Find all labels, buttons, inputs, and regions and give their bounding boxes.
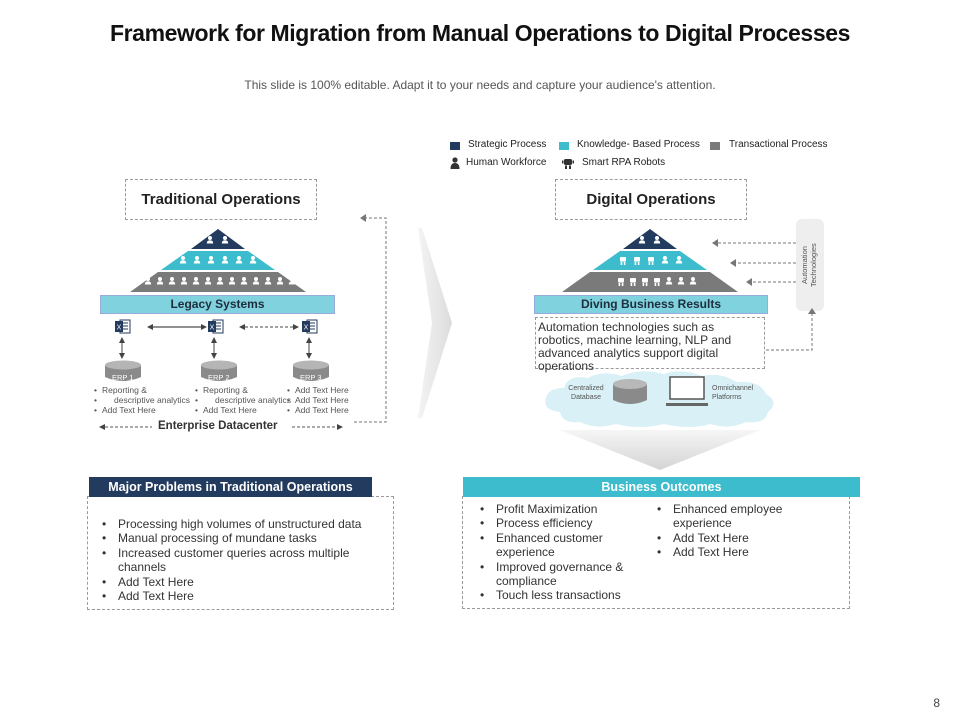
outcome-item: Enhanced employee experience: [655, 502, 815, 531]
erp-bullet: Add Text Here: [287, 405, 367, 415]
erp-1-bullets: Reporting & descriptive analytics Add Te…: [94, 385, 194, 415]
robot-icon: [562, 159, 574, 169]
erp-3: ERP 3: [292, 360, 330, 382]
erp-bullet: Add Text Here: [287, 385, 367, 395]
excel-icon-2: X: [208, 319, 224, 334]
excel-icon-1: X: [115, 319, 131, 334]
erp-3-bullets: Add Text Here Add Text Here Add Text Her…: [287, 385, 367, 415]
traditional-ops-title-box: Traditional Operations: [125, 179, 317, 220]
erp-bullet: Add Text Here: [195, 405, 295, 415]
enterprise-datacenter-label: Enterprise Datacenter: [158, 420, 278, 432]
legend-label-strategic: Strategic Process: [468, 139, 547, 150]
outcome-item: Profit Maximization: [478, 502, 636, 517]
erp-label: ERP 3: [300, 373, 322, 382]
traditional-ops-title: Traditional Operations: [141, 191, 301, 208]
outcome-item: Enhanced customer experience: [478, 531, 636, 560]
erp-2: ERP 2: [200, 360, 238, 382]
erp-2-bullets: Reporting & descriptive analytics Add Te…: [195, 385, 295, 415]
digital-ops-title-box: Digital Operations: [555, 179, 747, 220]
monitor-icon: [666, 376, 708, 406]
svg-text:X: X: [210, 325, 215, 332]
legend-swatch-strategic: [450, 142, 460, 150]
traditional-people-icons: [100, 229, 104, 235]
erp-1: ERP 1: [104, 360, 142, 382]
outcomes-list-right: Enhanced employee experience Add Text He…: [655, 502, 815, 560]
outcomes-header: Business Outcomes: [463, 477, 860, 497]
database-icon: [293, 360, 329, 381]
legend-swatch-transactional: [710, 142, 720, 150]
legend-label-robots: Smart RPA Robots: [582, 157, 666, 168]
outcomes-list-left: Profit Maximization Process efficiency E…: [478, 502, 636, 603]
erp-label: ERP 1: [112, 373, 134, 382]
cloud-shape: [545, 371, 774, 427]
database-icon: [201, 360, 237, 381]
legend-label-knowledge: Knowledge- Based Process: [577, 139, 700, 150]
automation-arrows: [712, 239, 816, 351]
database-icon: [613, 379, 647, 404]
outcome-item: Improved governance & compliance: [478, 560, 636, 589]
human-icon: [450, 157, 460, 169]
erp-bullet: Add Text Here: [94, 405, 194, 415]
feedback-loop-arrow: [354, 214, 387, 423]
page-number: 8: [933, 696, 940, 710]
outcome-item: Process efficiency: [478, 516, 636, 531]
digital-ops-title: Digital Operations: [586, 191, 716, 208]
problem-item: Increased customer queries across multip…: [100, 546, 380, 575]
excel-icon-3: X: [302, 319, 318, 334]
automation-description: Automation technologies such as robotics…: [535, 317, 765, 373]
omnichannel-platforms-label: Omnichannel Platforms: [712, 385, 754, 401]
datacenter-arrows: [99, 424, 343, 430]
svg-text:X: X: [304, 325, 309, 332]
diving-business-results-band: Diving Business Results: [534, 295, 768, 314]
problems-list: Processing high volumes of unstructured …: [100, 517, 380, 604]
problems-header: Major Problems in Traditional Operations: [89, 477, 372, 497]
transition-chevron: [418, 228, 452, 418]
erp-bullet: Add Text Here: [287, 395, 367, 405]
erp-bullet: Reporting &: [94, 385, 194, 395]
problem-item: Processing high volumes of unstructured …: [100, 517, 380, 532]
problem-item: Add Text Here: [100, 575, 380, 590]
legacy-connections: [119, 324, 312, 359]
legacy-systems-band: Legacy Systems: [100, 295, 335, 314]
legend-label-transactional: Transactional Process: [729, 139, 828, 150]
erp-bullet-cont: descriptive analytics: [94, 395, 194, 405]
traditional-pyramid: [100, 229, 306, 292]
database-icon: [105, 360, 141, 381]
erp-label: ERP 2: [208, 373, 230, 382]
legend: Strategic Process Knowledge- Based Proce…: [448, 138, 848, 174]
outcome-item: Touch less transactions: [478, 588, 636, 603]
legend-label-human: Human Workforce: [466, 157, 547, 168]
legend-swatch-knowledge: [559, 142, 569, 150]
problem-item: Manual processing of mundane tasks: [100, 531, 380, 546]
outcome-item: Add Text Here: [655, 545, 815, 560]
digital-pyramid: [532, 229, 738, 292]
automation-technologies-box: Automation Technologies: [796, 219, 824, 311]
outcome-item: Add Text Here: [655, 531, 815, 546]
erp-bullet-cont: descriptive analytics: [195, 395, 295, 405]
problem-item: Add Text Here: [100, 589, 380, 604]
centralized-database-label: Centralized Database: [568, 385, 604, 401]
erp-bullet: Reporting &: [195, 385, 295, 395]
svg-text:X: X: [117, 325, 122, 332]
page-title: Framework for Migration from Manual Oper…: [109, 20, 851, 46]
page-subtitle: This slide is 100% editable. Adapt it to…: [244, 78, 716, 92]
down-funnel: [560, 430, 760, 470]
